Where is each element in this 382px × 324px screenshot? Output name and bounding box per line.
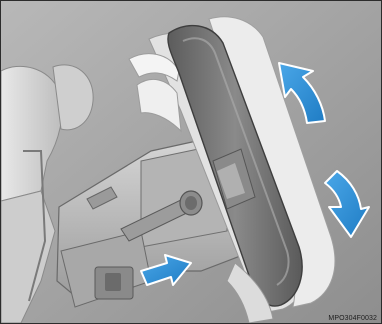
figure-reference-code: MPO304F0032 bbox=[328, 315, 377, 322]
